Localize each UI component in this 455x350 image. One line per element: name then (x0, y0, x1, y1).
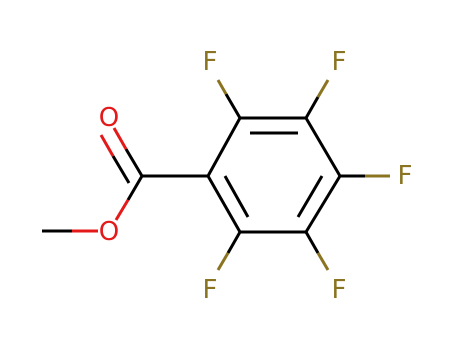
atom-o-ester: O (99, 217, 119, 247)
bond-cf4-gold (316, 252, 330, 271)
bond-cf5-black (226, 231, 242, 254)
bond-cf1-gold (216, 79, 228, 95)
bond-ring-c3-c4 (304, 117, 342, 177)
bond-carbonyl-a-red (112, 127, 128, 150)
atom-o-carbonyl: O (99, 103, 119, 133)
bond-ester-black (126, 175, 144, 201)
bond-ring-c6-c1-inner (223, 175, 250, 218)
bond-cf5-gold (216, 252, 230, 271)
atom-f-right: F (398, 161, 413, 191)
atom-labels: F F F F F O O (99, 47, 413, 305)
bond-cf1-black (224, 93, 242, 119)
atom-f-bottom-right: F (332, 275, 347, 305)
bond-ring-c4-c5-inner (296, 175, 324, 218)
bond-ring-c6-c1 (206, 175, 242, 233)
bond-cf4-black (304, 231, 320, 254)
bond-carbonyl-b-black (111, 155, 131, 184)
bond-ring-c1-c2 (206, 117, 242, 177)
atom-f-top-left: F (203, 47, 218, 77)
atom-f-top-right: F (332, 47, 347, 77)
bonds (42, 79, 390, 271)
bond-carbonyl-b-red (99, 134, 115, 157)
bond-cf2-black (304, 96, 320, 119)
bond-ring-c4-c5 (304, 175, 342, 233)
bond-cf2-gold (316, 79, 330, 98)
atom-f-bottom-left: F (203, 275, 218, 305)
bond-carbonyl-a-black (124, 148, 144, 177)
bond-ester-red (114, 199, 130, 221)
